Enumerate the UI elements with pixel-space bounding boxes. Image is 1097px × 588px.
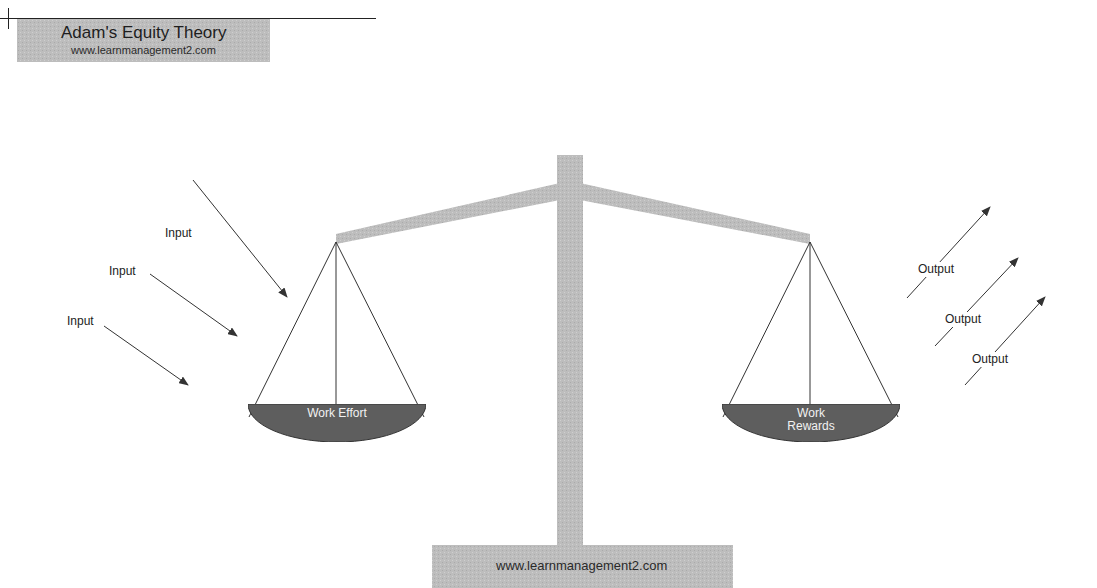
- scale-beam: [580, 183, 810, 244]
- input-label: Input: [107, 264, 138, 279]
- pan-string: [723, 242, 810, 417]
- scale-post: [557, 155, 583, 547]
- pan-string: [810, 242, 811, 405]
- scale-base: [432, 545, 733, 588]
- output-arrow: [907, 207, 990, 298]
- input-arrow: [193, 180, 287, 297]
- pan-label: Work Rewards: [781, 407, 841, 433]
- pan-string: [810, 242, 898, 417]
- input-label: Input: [163, 226, 194, 241]
- pan-label: Work Effort: [307, 407, 367, 420]
- pan-string: [336, 242, 337, 405]
- pan-bowl-shape: [248, 404, 426, 442]
- title-text: Adam's Equity Theory: [61, 23, 226, 43]
- output-label: Output: [916, 262, 956, 277]
- pan-string: [249, 242, 336, 417]
- output-label: Output: [970, 352, 1010, 367]
- output-label: Output: [943, 312, 983, 327]
- rule-tick: [8, 8, 9, 29]
- scale-pan: Work Effort: [248, 404, 426, 442]
- watermark-url: www.learnmanagement2.com: [71, 43, 216, 57]
- pan-string: [336, 242, 424, 417]
- input-label: Input: [65, 314, 96, 329]
- scale-pan: Work Rewards: [722, 404, 900, 442]
- pan-bowl-shape: [722, 404, 900, 442]
- top-rule: [0, 18, 376, 19]
- watermark-url: www.learnmanagement2.com: [496, 558, 667, 574]
- input-arrow: [104, 326, 188, 385]
- input-arrow: [150, 274, 237, 336]
- title-box: [17, 19, 270, 62]
- output-arrow: [965, 297, 1045, 385]
- scale-beam: [336, 183, 560, 244]
